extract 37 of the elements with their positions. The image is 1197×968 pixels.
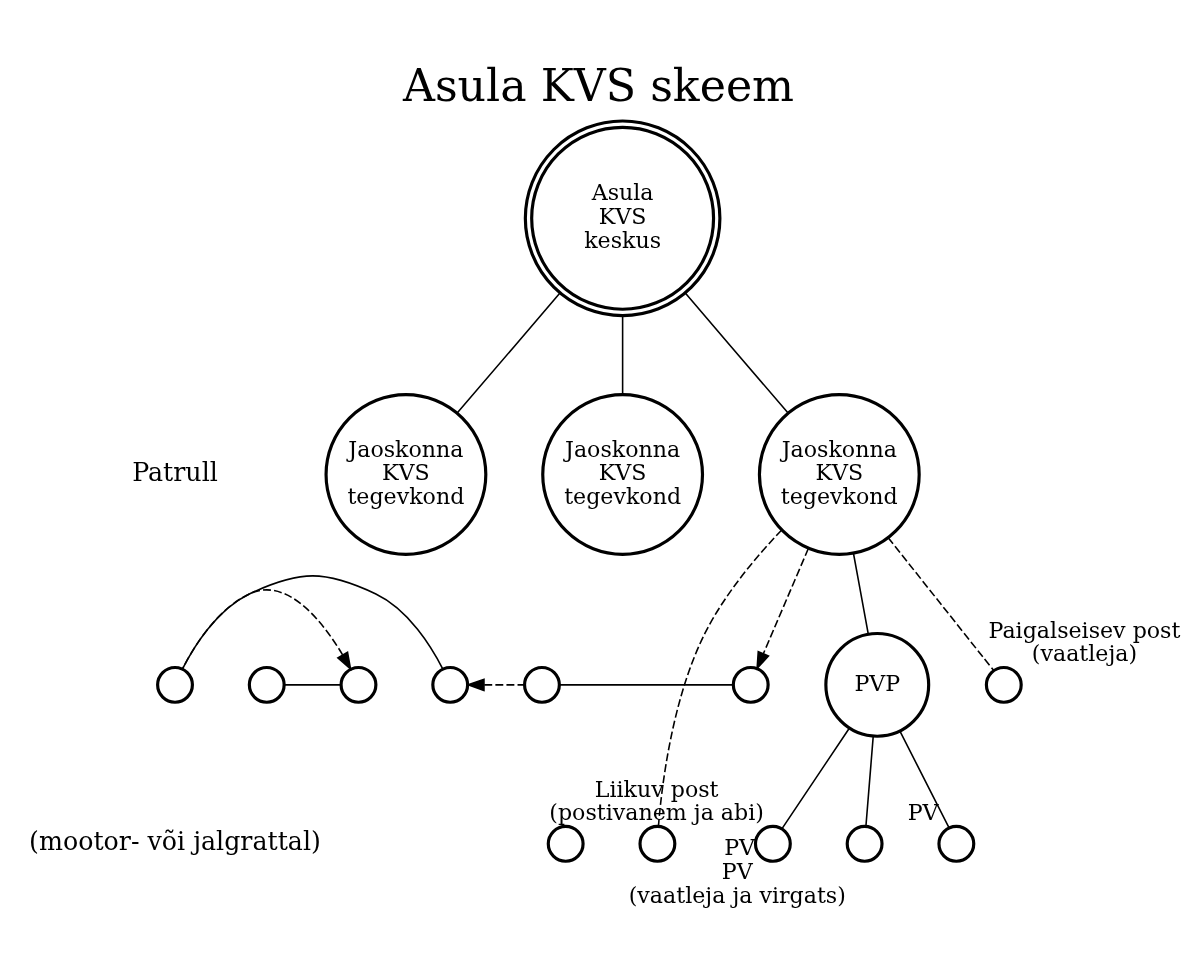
connector <box>887 536 995 672</box>
label: (mootor- või jalgrattal) <box>29 826 321 856</box>
connector <box>456 292 561 414</box>
node-circle <box>339 665 378 704</box>
connector <box>781 727 851 830</box>
node-circle <box>753 824 792 863</box>
node-circle <box>431 665 470 704</box>
connector <box>899 730 950 829</box>
connector <box>621 315 624 396</box>
connector <box>181 575 444 670</box>
connector <box>283 684 342 686</box>
node-label: Liikuv post <box>594 775 719 802</box>
connector <box>657 529 783 827</box>
node-label: PV <box>907 799 939 826</box>
node-circle <box>984 665 1023 704</box>
diagram-title: Asula KVS skeem <box>402 60 795 112</box>
connector <box>865 735 874 827</box>
node-circle <box>247 665 286 704</box>
node-circle <box>845 824 884 863</box>
node-circle <box>546 824 585 863</box>
connector <box>852 552 869 635</box>
node-circle: PVP <box>824 631 931 738</box>
connector <box>558 684 734 686</box>
node-circle: Jaoskonna KVS tegevkond <box>757 393 921 556</box>
node-circle: Asula KVS keskus <box>523 119 722 318</box>
node-circle: Jaoskonna KVS tegevkond <box>324 393 488 556</box>
label: Patrull <box>132 457 218 487</box>
node-circle <box>638 824 677 863</box>
node-circle <box>937 824 976 863</box>
node-circle <box>731 665 770 704</box>
node-circle: Jaoskonna KVS tegevkond <box>541 393 705 556</box>
node-label: Paigalseisev post <box>988 616 1181 643</box>
node-circle <box>156 665 194 704</box>
node-circle <box>522 665 561 704</box>
connector <box>684 292 789 414</box>
arrow <box>756 547 810 671</box>
node-label: (vaatleja ja virgats) <box>628 881 846 908</box>
